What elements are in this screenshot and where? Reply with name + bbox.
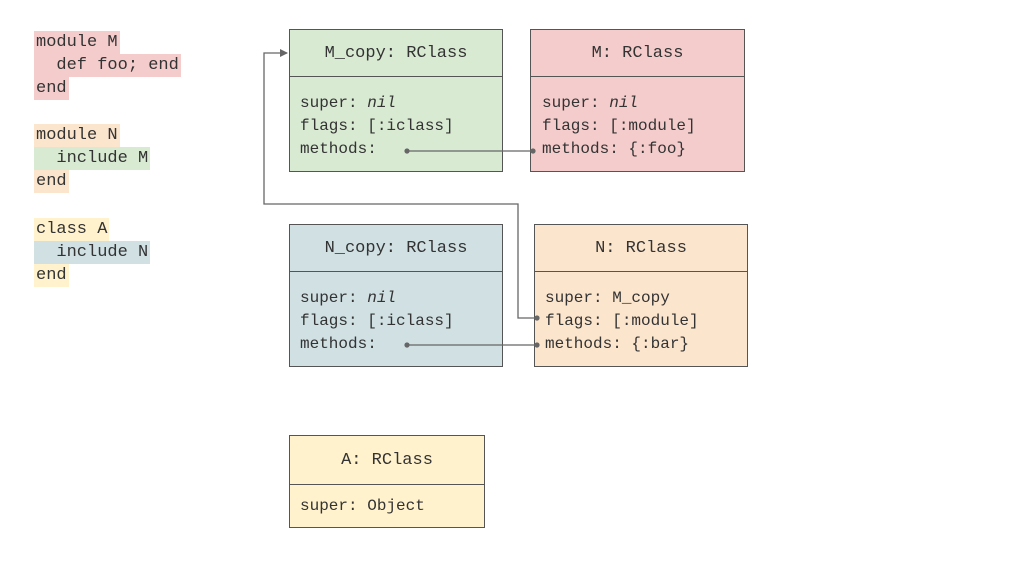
code-line: class A [34, 218, 110, 241]
box-title: N: RClass [535, 225, 747, 272]
super-value: nil [609, 94, 639, 112]
super-field: super: nil [542, 92, 638, 115]
box-title: M: RClass [531, 30, 744, 77]
code-module-n: module N include M end [34, 124, 274, 193]
n-copy-rclass-box: N_copy: RClass super: nil flags: [:iclas… [289, 224, 503, 367]
super-value: nil [367, 94, 397, 112]
n-rclass-box: N: RClass super: M_copy flags: [:module]… [534, 224, 748, 367]
super-field: super: nil [300, 92, 396, 115]
m-rclass-box: M: RClass super: nil flags: [:module] me… [530, 29, 745, 172]
code-line: module M [34, 31, 120, 54]
flags-field: flags: [:iclass] [300, 117, 454, 135]
flags-field: flags: [:module] [542, 117, 696, 135]
methods-field: methods: [300, 140, 377, 158]
code-line: module N [34, 124, 120, 147]
box-body: super: nil flags: [:iclass] methods: [290, 272, 502, 366]
super-field: super: M_copy [545, 289, 670, 307]
flags-field: flags: [:module] [545, 312, 699, 330]
methods-field: methods: {:foo} [542, 140, 687, 158]
super-label: super: [542, 94, 610, 112]
code-line: end [34, 264, 69, 287]
super-value: nil [367, 289, 397, 307]
box-body: super: M_copy flags: [:module] methods: … [535, 272, 747, 366]
methods-field: methods: [300, 335, 377, 353]
super-label: super: [300, 94, 368, 112]
box-body: super: nil flags: [:iclass] methods: [290, 77, 502, 171]
code-line: include M [34, 147, 151, 170]
code-line: def foo; end [34, 54, 181, 77]
box-body: super: nil flags: [:module] methods: {:f… [531, 77, 744, 171]
box-title: A: RClass [290, 436, 484, 485]
m-copy-rclass-box: M_copy: RClass super: nil flags: [:iclas… [289, 29, 503, 172]
code-class-a: class A include N end [34, 218, 274, 287]
box-body: super: Object [290, 485, 484, 527]
super-label: super: [300, 289, 368, 307]
super-field: super: Object [300, 497, 425, 515]
box-title: N_copy: RClass [290, 225, 502, 272]
a-rclass-box: A: RClass super: Object [289, 435, 485, 528]
code-module-m: module M def foo; end end [34, 31, 274, 100]
super-field: super: nil [300, 287, 396, 310]
methods-field: methods: {:bar} [545, 335, 690, 353]
code-line: end [34, 170, 69, 193]
flags-field: flags: [:iclass] [300, 312, 454, 330]
code-line: include N [34, 241, 151, 264]
box-title: M_copy: RClass [290, 30, 502, 77]
code-line: end [34, 77, 69, 100]
